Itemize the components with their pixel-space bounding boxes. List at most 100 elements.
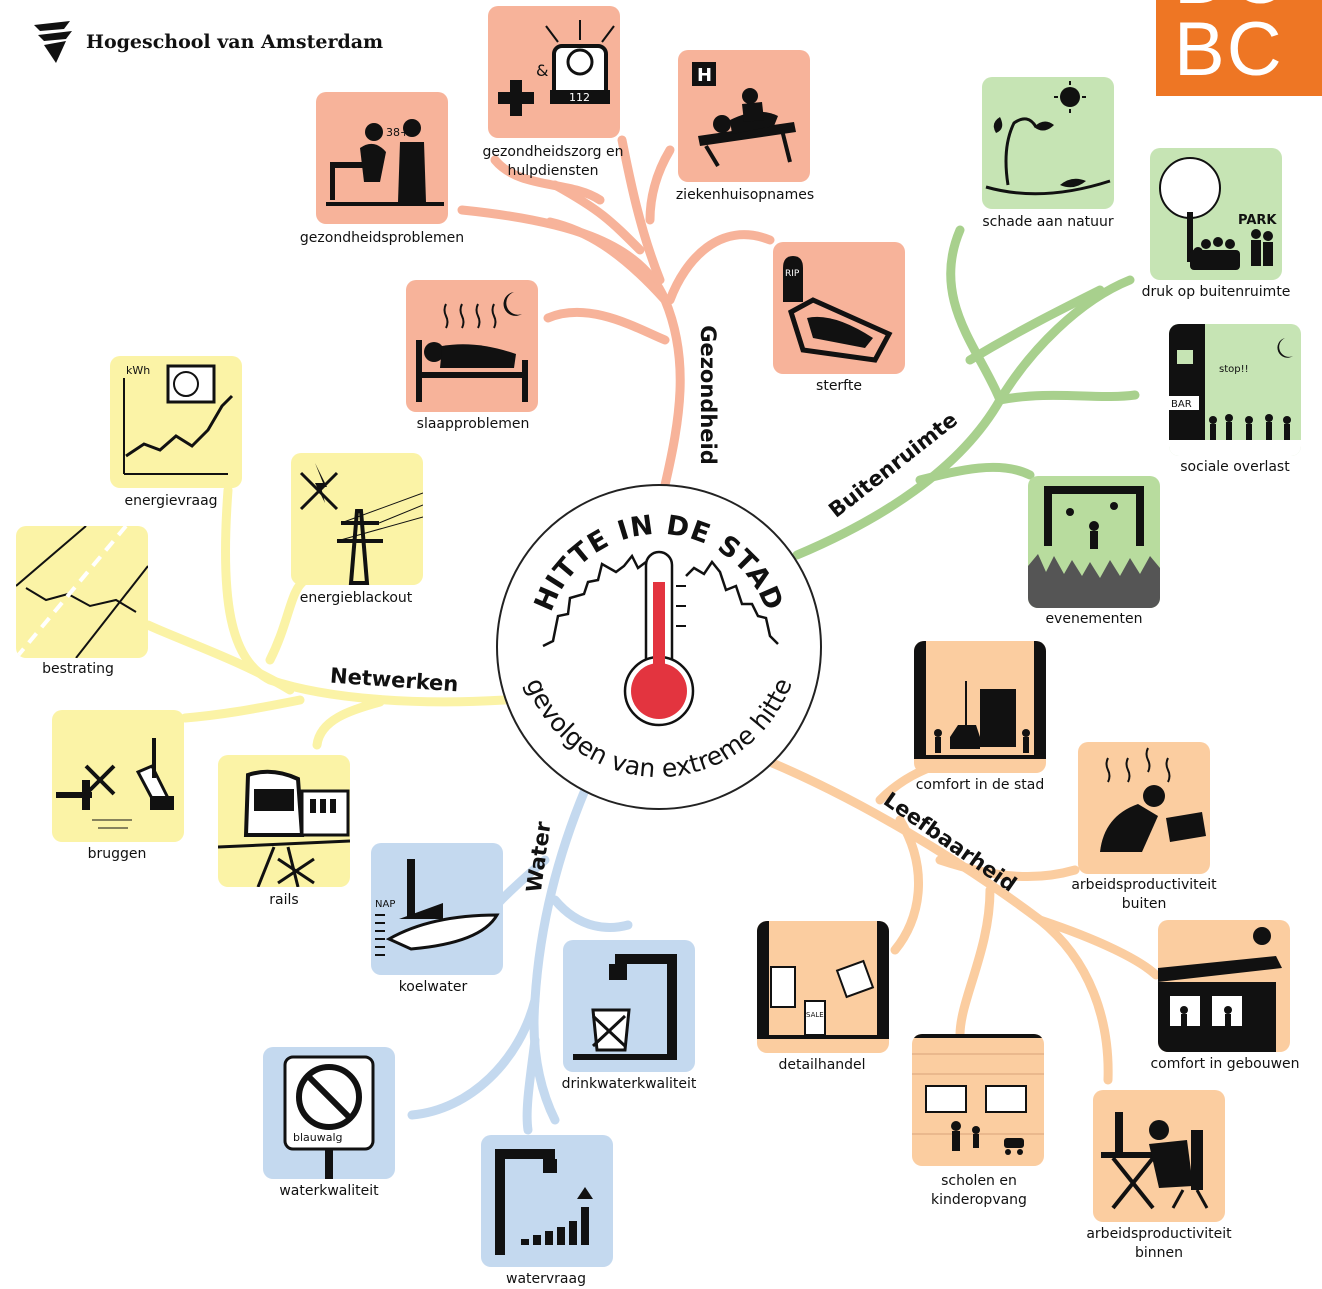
caption-sociale-overlast: sociale overlast xyxy=(1180,459,1290,475)
caption-gezondheidszorg: gezondheidszorg en hulpdiensten xyxy=(453,143,653,181)
tile-arbeid-binnen xyxy=(1093,1090,1225,1222)
caption-gezondheidszorg-line1: gezondheidszorg en xyxy=(482,144,624,160)
tile-slaapproblemen xyxy=(406,280,538,412)
coffin-icon: RIP xyxy=(783,256,893,363)
svg-text:NAP: NAP xyxy=(375,899,395,910)
dcbc-logo-line1: DC xyxy=(1174,0,1288,18)
branch-label-gezondheid: Gezondheid xyxy=(695,325,720,465)
no-swimming-icon: blauwalg xyxy=(283,1055,375,1179)
dcbc-logo: DC BC xyxy=(1156,0,1322,96)
noisy-bar-icon: BAR stop!! xyxy=(1169,324,1301,456)
thermometer-icon xyxy=(623,550,695,727)
tile-detailhandel: SALE xyxy=(757,921,889,1053)
hot-building-icon xyxy=(1158,927,1282,1052)
hospital-bed-icon: H xyxy=(692,62,796,168)
svg-text:BAR: BAR xyxy=(1171,399,1192,410)
svg-text:stop!!: stop!! xyxy=(1219,364,1249,375)
svg-text:38+: 38+ xyxy=(386,126,409,139)
shop-icon: SALE xyxy=(757,921,889,1039)
svg-text:&: & xyxy=(536,61,548,80)
thermometer-badge: HITTE IN DE STAD gevolgen van extreme hi… xyxy=(520,510,798,783)
tile-gezondheidsproblemen: 38+ xyxy=(316,92,448,224)
caption-comfort-stad: comfort in de stad xyxy=(915,777,1045,793)
energy-graph-icon: kWh xyxy=(123,364,234,475)
park-crowd-icon: PARK xyxy=(1159,157,1277,270)
tile-rails xyxy=(218,755,350,887)
office-worker-icon xyxy=(1101,1112,1209,1210)
tap-glass-icon xyxy=(573,954,677,1060)
cooling-water-icon: NAP xyxy=(375,859,500,956)
svg-text:SALE: SALE xyxy=(806,1011,824,1019)
caption-energievraag: energievraag xyxy=(124,493,218,509)
caption-koelwater: koelwater xyxy=(398,979,468,995)
svg-text:H: H xyxy=(697,65,712,86)
street-heat-icon xyxy=(914,641,1046,759)
tile-watervraag xyxy=(481,1135,613,1267)
tile-ziekenhuisopnames: H xyxy=(678,50,810,182)
caption-evenementen: evenementen xyxy=(1045,611,1143,627)
bed-icon xyxy=(416,292,528,402)
concert-icon xyxy=(1028,486,1160,608)
caption-slaapproblemen: slaapproblemen xyxy=(416,416,530,432)
wilted-plant-icon xyxy=(985,81,1111,196)
tram-icon xyxy=(218,769,350,887)
tile-sterfte: RIP xyxy=(773,242,905,374)
tile-arbeid-buiten xyxy=(1078,742,1210,874)
cracked-road-icon xyxy=(16,526,148,658)
tile-comfort-gebouwen xyxy=(1158,920,1290,1052)
svg-text:RIP: RIP xyxy=(785,269,800,279)
outdoor-worker-icon xyxy=(1100,747,1206,852)
caption-arbeid-buiten: arbeidsproductiviteit buiten xyxy=(1044,876,1244,914)
caption-detailhandel: detailhandel xyxy=(778,1057,866,1073)
tile-gezondheidszorg: 112 & xyxy=(488,6,620,138)
bridge-icon xyxy=(56,738,174,829)
caption-druk-buitenruimte: druk op buitenruimte xyxy=(1141,284,1291,300)
caption-schade-natuur: schade aan natuur xyxy=(982,214,1114,230)
caption-arbeid-binnen-line2: binnen xyxy=(1134,1245,1183,1261)
caption-comfort-gebouwen: comfort in gebouwen xyxy=(1150,1056,1300,1072)
caption-arbeid-binnen-line1: arbeidsproductiviteit xyxy=(1086,1226,1232,1242)
school-icon xyxy=(912,1034,1044,1155)
branch-gezondheid-lines xyxy=(457,135,775,490)
tile-energieblackout xyxy=(291,453,423,585)
caption-gezondheidszorg-line2: hulpdiensten xyxy=(507,163,599,179)
svg-text:blauwalg: blauwalg xyxy=(293,1131,343,1144)
dcbc-logo-line2: BC xyxy=(1174,7,1284,92)
caption-arbeid-buiten-line1: arbeidsproductiviteit xyxy=(1071,877,1217,893)
tile-druk-buitenruimte: PARK xyxy=(1150,148,1282,280)
hva-logo: Hogeschool van Amsterdam xyxy=(30,18,383,66)
tile-schade-natuur xyxy=(982,77,1114,209)
caption-scholen: scholen en kinderopvang xyxy=(879,1172,1079,1210)
caption-arbeid-buiten-line2: buiten xyxy=(1121,896,1167,912)
svg-text:112: 112 xyxy=(569,91,590,104)
hva-emblem-icon xyxy=(34,21,72,63)
caption-gezondheidsproblemen: gezondheidsproblemen xyxy=(299,230,465,246)
caption-drinkwater: drinkwaterkwaliteit xyxy=(561,1076,697,1092)
caption-scholen-line1: scholen en xyxy=(941,1173,1017,1189)
power-pylon-icon xyxy=(299,463,423,585)
tile-energievraag: kWh xyxy=(110,356,242,488)
skyline-icon xyxy=(542,553,779,648)
caption-arbeid-binnen: arbeidsproductiviteit binnen xyxy=(1059,1225,1259,1263)
tile-bestrating xyxy=(16,526,148,658)
branch-buitenruimte-lines xyxy=(792,225,1140,560)
siren-icon: 112 & xyxy=(498,20,615,116)
branch-leefbaarheid-lines xyxy=(765,755,1161,1085)
caption-rails: rails xyxy=(269,892,299,908)
water-demand-icon xyxy=(495,1149,593,1255)
tile-scholen xyxy=(912,1034,1044,1166)
caption-sterfte: sterfte xyxy=(816,378,862,394)
tile-koelwater: NAP xyxy=(371,843,503,975)
caption-scholen-line2: kinderopvang xyxy=(931,1192,1027,1208)
tile-waterkwaliteit: blauwalg xyxy=(263,1047,395,1179)
center-badge: HITTE IN DE STAD gevolgen van extreme hi… xyxy=(496,484,822,810)
caption-bruggen: bruggen xyxy=(87,846,147,862)
caption-watervraag: watervraag xyxy=(506,1271,586,1287)
tile-comfort-stad xyxy=(914,641,1046,773)
caption-ziekenhuisopnames: ziekenhuisopnames xyxy=(675,187,815,203)
hva-logo-text: Hogeschool van Amsterdam xyxy=(86,31,384,53)
tile-sociale-overlast: BAR stop!! xyxy=(1169,324,1301,456)
tile-bruggen xyxy=(52,710,184,842)
svg-text:PARK: PARK xyxy=(1238,213,1277,228)
caption-waterkwaliteit: waterkwaliteit xyxy=(279,1183,379,1199)
